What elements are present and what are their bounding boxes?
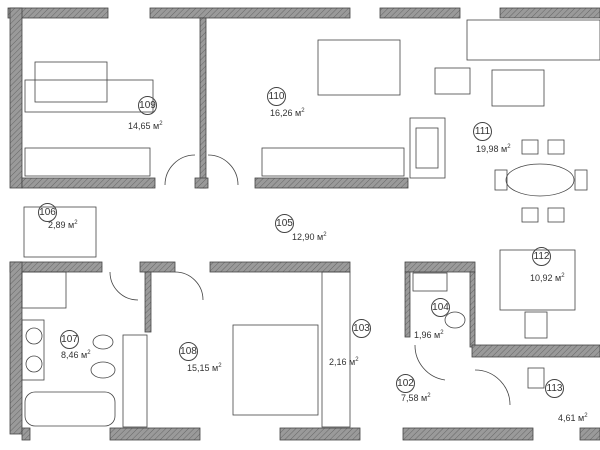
area-exp: 2 — [584, 413, 588, 419]
area-exp: 2 — [74, 220, 78, 226]
area-unit: м — [555, 273, 562, 283]
room-110: 110 — [267, 86, 286, 106]
area-exp: 2 — [159, 121, 163, 127]
area-value: 2,16 — [329, 357, 347, 367]
room-110-area: 16,26 м2 — [270, 108, 305, 118]
area-value: 12,90 — [292, 232, 315, 242]
area-value: 19,98 — [476, 144, 499, 154]
area-unit: м — [295, 108, 302, 118]
area-exp: 2 — [355, 357, 359, 363]
room-number: 103 — [352, 319, 371, 338]
room-number: 112 — [532, 247, 551, 266]
area-exp: 2 — [301, 108, 305, 114]
room-number: 109 — [138, 96, 157, 115]
room-number: 104 — [431, 298, 450, 317]
room-111: 111 — [473, 121, 492, 141]
area-exp: 2 — [427, 393, 431, 399]
room-105: 105 — [275, 213, 294, 233]
room-number: 105 — [275, 214, 294, 233]
room-number: 106 — [38, 203, 57, 222]
area-exp: 2 — [87, 350, 91, 356]
room-107: 107 — [60, 329, 79, 349]
room-111-area: 19,98 м2 — [476, 144, 511, 154]
room-102: 102 — [396, 373, 415, 393]
room-108: 108 — [179, 341, 198, 361]
area-exp: 2 — [218, 363, 222, 369]
area-unit: м — [421, 393, 428, 403]
area-value: 8,46 — [61, 350, 79, 360]
room-109: 109 — [138, 95, 157, 115]
room-112: 112 — [532, 246, 551, 266]
room-106-area: 2,89 м2 — [48, 220, 78, 230]
room-number: 108 — [179, 342, 198, 361]
room-104: 104 — [431, 297, 450, 317]
room-102-area: 7,58 м2 — [401, 393, 431, 403]
fixtures — [21, 19, 600, 428]
area-unit: м — [349, 357, 356, 367]
room-number: 113 — [545, 379, 564, 398]
room-109-area: 14,65 м2 — [128, 121, 163, 131]
area-unit: м — [153, 121, 160, 131]
area-exp: 2 — [323, 232, 327, 238]
area-exp: 2 — [440, 330, 444, 336]
area-unit: м — [501, 144, 508, 154]
area-unit: м — [317, 232, 324, 242]
room-108-area: 15,15 м2 — [187, 363, 222, 373]
room-103: 103 — [352, 318, 371, 338]
area-value: 4,61 — [558, 413, 576, 423]
area-value: 16,26 — [270, 108, 293, 118]
room-113-area: 4,61 м2 — [558, 413, 588, 423]
walls — [7, 7, 600, 441]
area-value: 1,96 — [414, 330, 432, 340]
room-104-area: 1,96 м2 — [414, 330, 444, 340]
area-exp: 2 — [561, 273, 565, 279]
room-103-area: 2,16 м2 — [329, 357, 359, 367]
area-value: 15,15 — [187, 363, 210, 373]
area-value: 2,89 — [48, 220, 66, 230]
area-value: 14,65 — [128, 121, 151, 131]
area-unit: м — [212, 363, 219, 373]
area-value: 7,58 — [401, 393, 419, 403]
area-value: 10,92 — [530, 273, 553, 283]
area-unit: м — [81, 350, 88, 360]
room-106: 106 — [38, 202, 57, 222]
area-exp: 2 — [507, 144, 511, 150]
room-112-area: 10,92 м2 — [530, 273, 565, 283]
room-number: 111 — [473, 122, 492, 141]
room-number: 107 — [60, 330, 79, 349]
area-unit: м — [68, 220, 75, 230]
room-107-area: 8,46 м2 — [61, 350, 91, 360]
room-113: 113 — [545, 378, 564, 398]
area-unit: м — [434, 330, 441, 340]
room-number: 110 — [267, 87, 286, 106]
area-unit: м — [578, 413, 585, 423]
room-number: 102 — [396, 374, 415, 393]
room-105-area: 12,90 м2 — [292, 232, 327, 242]
